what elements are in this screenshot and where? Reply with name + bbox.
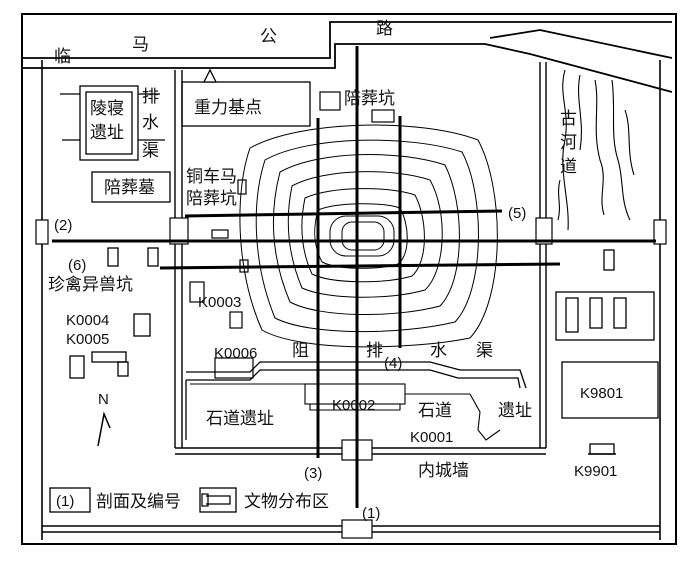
profile-label-3: (3) [304, 465, 322, 482]
road-char-1: 临 [54, 47, 71, 67]
label-peizangkeng-north: 陪葬坑 [344, 89, 395, 109]
code-k0006: K0006 [214, 345, 257, 362]
map-frame [21, 13, 677, 545]
road-char-2: 马 [132, 35, 149, 55]
north-arrow-label: N [98, 391, 109, 408]
profile-label-2: (2) [54, 217, 72, 234]
profile-label-5: (5) [508, 205, 526, 222]
profile-label-6: (6) [68, 257, 86, 274]
label-zhenqin: 珍禽异兽坑 [48, 275, 133, 295]
code-k0002: K0002 [332, 397, 375, 414]
drainage-channel [185, 361, 527, 440]
legend-profile-number: (1) [56, 493, 74, 510]
west-features [60, 85, 171, 379]
road [22, 21, 673, 93]
legend-profile-label: 剖面及编号 [96, 492, 181, 512]
code-k0004: K0004 [66, 312, 109, 329]
gravity-base-point [181, 68, 311, 127]
label-shidao: 石道 [418, 401, 452, 421]
profile-line-5 [184, 209, 503, 218]
label-pai: 排 [366, 341, 383, 361]
label-gu: 古 [560, 109, 577, 129]
label-paishuiqu-1: 排 [142, 87, 159, 107]
label-lingqin-1: 陵寝 [90, 98, 124, 119]
label-dao: 道 [560, 157, 577, 177]
code-k9801: K9801 [580, 385, 623, 402]
label-qu: 渠 [476, 341, 493, 361]
legend-profile-box [49, 487, 91, 513]
gates [35, 217, 667, 539]
label-lingqin-2: 遗址 [90, 123, 124, 143]
label-shui: 水 [430, 341, 447, 361]
label-shidao-left: 石道遗址 [206, 409, 274, 429]
code-k0005: K0005 [66, 331, 109, 348]
mound-contours [239, 124, 498, 348]
profile-label-1-bottom: (1) [362, 505, 380, 522]
label-tongchema-1: 铜车马 [186, 167, 237, 187]
label-paishuiqu-3: 渠 [142, 141, 159, 161]
legend-relic-symbol [206, 495, 231, 505]
road-char-4: 路 [376, 19, 393, 39]
pits [189, 91, 395, 379]
north-arrow: N [97, 391, 111, 447]
label-yizhi: 遗址 [498, 401, 532, 421]
outer-wall [41, 60, 661, 540]
ancient-river [557, 69, 635, 231]
legend: (1) 剖面及编号 文物分布区 [49, 487, 329, 513]
label-zhongli: 重力基点 [194, 98, 262, 118]
label-peizangmu: 陪葬墓 [104, 178, 155, 198]
code-k0001: K0001 [410, 429, 453, 446]
profile-lines [52, 46, 656, 508]
label-he: 河 [560, 133, 577, 153]
label-neichengqiang: 内城墙 [418, 461, 469, 481]
profile-line-6 [159, 262, 561, 270]
east-pits [555, 249, 659, 455]
label-zu: 阻 [292, 341, 309, 361]
legend-relic-label: 文物分布区 [244, 492, 329, 512]
road-char-3: 公 [260, 27, 277, 47]
profile-label-4: (4) [384, 355, 402, 372]
code-k0003: K0003 [198, 294, 241, 311]
code-k9901: K9901 [574, 463, 617, 480]
label-tongchema-2: 陪葬坑 [186, 189, 237, 209]
label-paishuiqu-2: 水 [142, 113, 159, 133]
stone-road [190, 383, 501, 441]
